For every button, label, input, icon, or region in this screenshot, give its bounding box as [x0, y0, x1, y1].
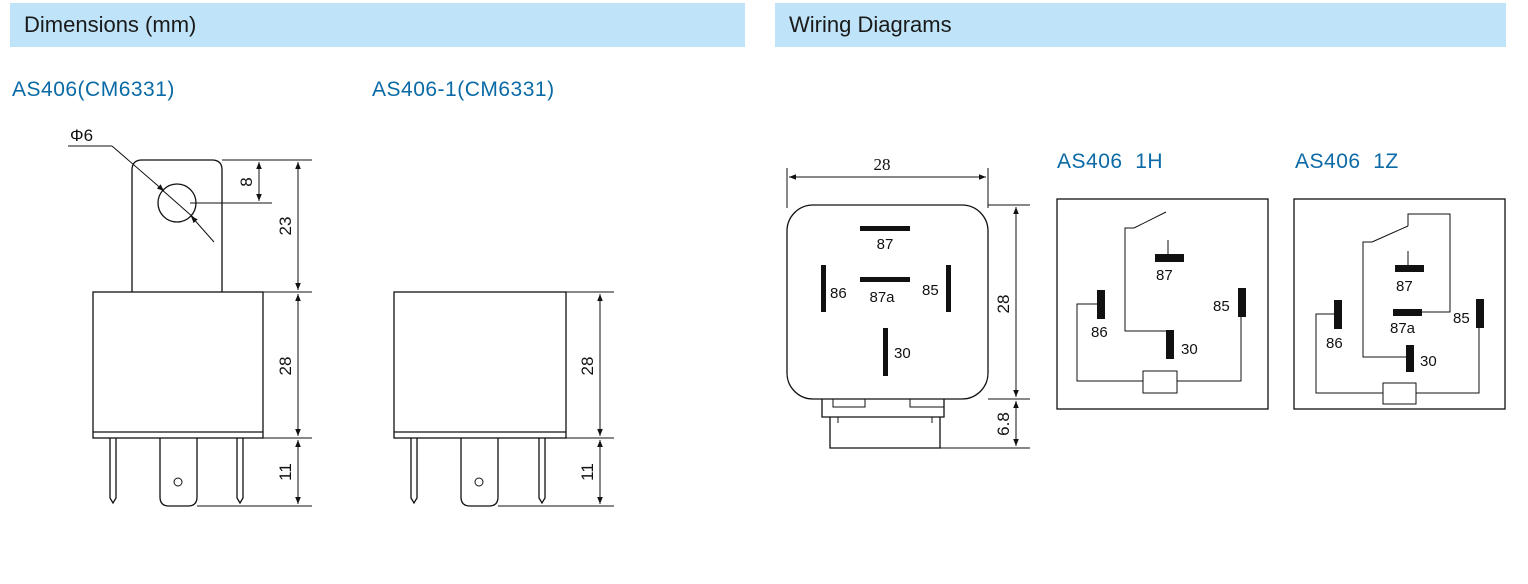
as406-1-pin-left	[410, 438, 418, 505]
c1h-pin-30	[1166, 330, 1174, 359]
circuit-1h-diagram: 87 86 85 30	[1056, 198, 1269, 410]
pin-layout-base	[821, 399, 945, 418]
c1h-pin-87-label: 87	[1156, 267, 1173, 284]
dimensions-title: Dimensions (mm)	[24, 12, 197, 37]
as406-1-drawing: 28 11	[393, 291, 614, 507]
as406-tab-terminal	[159, 438, 198, 507]
circuit-1h-frame	[1056, 198, 1269, 410]
c1z-pin-30-label: 30	[1420, 353, 1437, 370]
as406-1-tab-terminal	[460, 438, 499, 507]
pin-87a	[860, 277, 910, 282]
as406-pin-right	[236, 438, 244, 505]
c1z-pin-86-label: 86	[1326, 335, 1343, 352]
model-as406-1-title: AS406-1(CM6331)	[372, 78, 555, 101]
c1h-pin-85-label: 85	[1213, 298, 1230, 315]
c1z-pin-30	[1406, 345, 1414, 372]
dim-11-label-b: 11	[578, 463, 597, 481]
pin-layout-drawing: 28 87 87a 86 85 30 28 6.8	[786, 155, 1030, 449]
c1h-pin-30-label: 30	[1181, 341, 1198, 358]
c1h-pin-86-label: 86	[1091, 324, 1108, 341]
c1z-pin-87a	[1393, 309, 1422, 316]
circuit-1z-frame	[1293, 198, 1506, 410]
base-6-8-label: 6.8	[994, 412, 1013, 436]
dim-23-label: 23	[276, 217, 295, 236]
wiring-title: Wiring Diagrams	[789, 12, 952, 37]
circuit-1z-title: AS406 1Z	[1295, 150, 1399, 173]
as406-1-body	[393, 291, 567, 439]
c1z-pin-87	[1395, 265, 1424, 272]
circuit-1h-title: AS406 1H	[1057, 150, 1164, 173]
c1z-pin-85-label: 85	[1453, 310, 1470, 327]
model-as406-title: AS406(CM6331)	[12, 78, 175, 101]
dimensions-header: Dimensions (mm)	[10, 3, 745, 47]
pin-85-label: 85	[922, 282, 939, 299]
as406-body	[92, 291, 264, 439]
wiring-header: Wiring Diagrams	[775, 3, 1506, 47]
pin-30-label: 30	[894, 345, 911, 362]
pin-layout-body	[786, 204, 989, 400]
as406-pin-left	[109, 438, 117, 505]
as406-drawing: Φ6 8 23 28 11	[68, 126, 312, 507]
pin-86	[821, 265, 826, 312]
c1h-pin-85	[1238, 288, 1246, 317]
phi-label: Φ6	[70, 126, 93, 145]
dim-28-label: 28	[276, 357, 295, 376]
c1h-pin-87	[1155, 254, 1184, 262]
as406-1-pin-right	[538, 438, 546, 505]
c1z-pin-87-label: 87	[1396, 278, 1413, 295]
c1z-pin-86	[1334, 300, 1342, 329]
c1h-pin-86	[1097, 290, 1105, 319]
pin-87	[860, 226, 910, 231]
pin-87a-label: 87a	[869, 289, 895, 306]
c1z-coil	[1382, 382, 1417, 405]
pin-86-label: 86	[830, 285, 847, 302]
pin-87-label: 87	[877, 236, 894, 253]
width-28-label: 28	[874, 155, 891, 174]
c1h-coil	[1142, 370, 1178, 394]
dim-28-label-b: 28	[578, 357, 597, 376]
c1z-pin-85	[1476, 299, 1484, 328]
pin-85	[946, 265, 951, 312]
mounting-bracket	[131, 159, 223, 292]
circuit-1z-diagram: 87 87a 86 85 30	[1293, 198, 1506, 410]
dim-11-label: 11	[276, 463, 295, 481]
c1z-pin-87a-label: 87a	[1390, 320, 1416, 337]
pin-30	[883, 328, 888, 376]
dim-8-label: 8	[237, 177, 256, 186]
height-28-label: 28	[994, 295, 1013, 314]
